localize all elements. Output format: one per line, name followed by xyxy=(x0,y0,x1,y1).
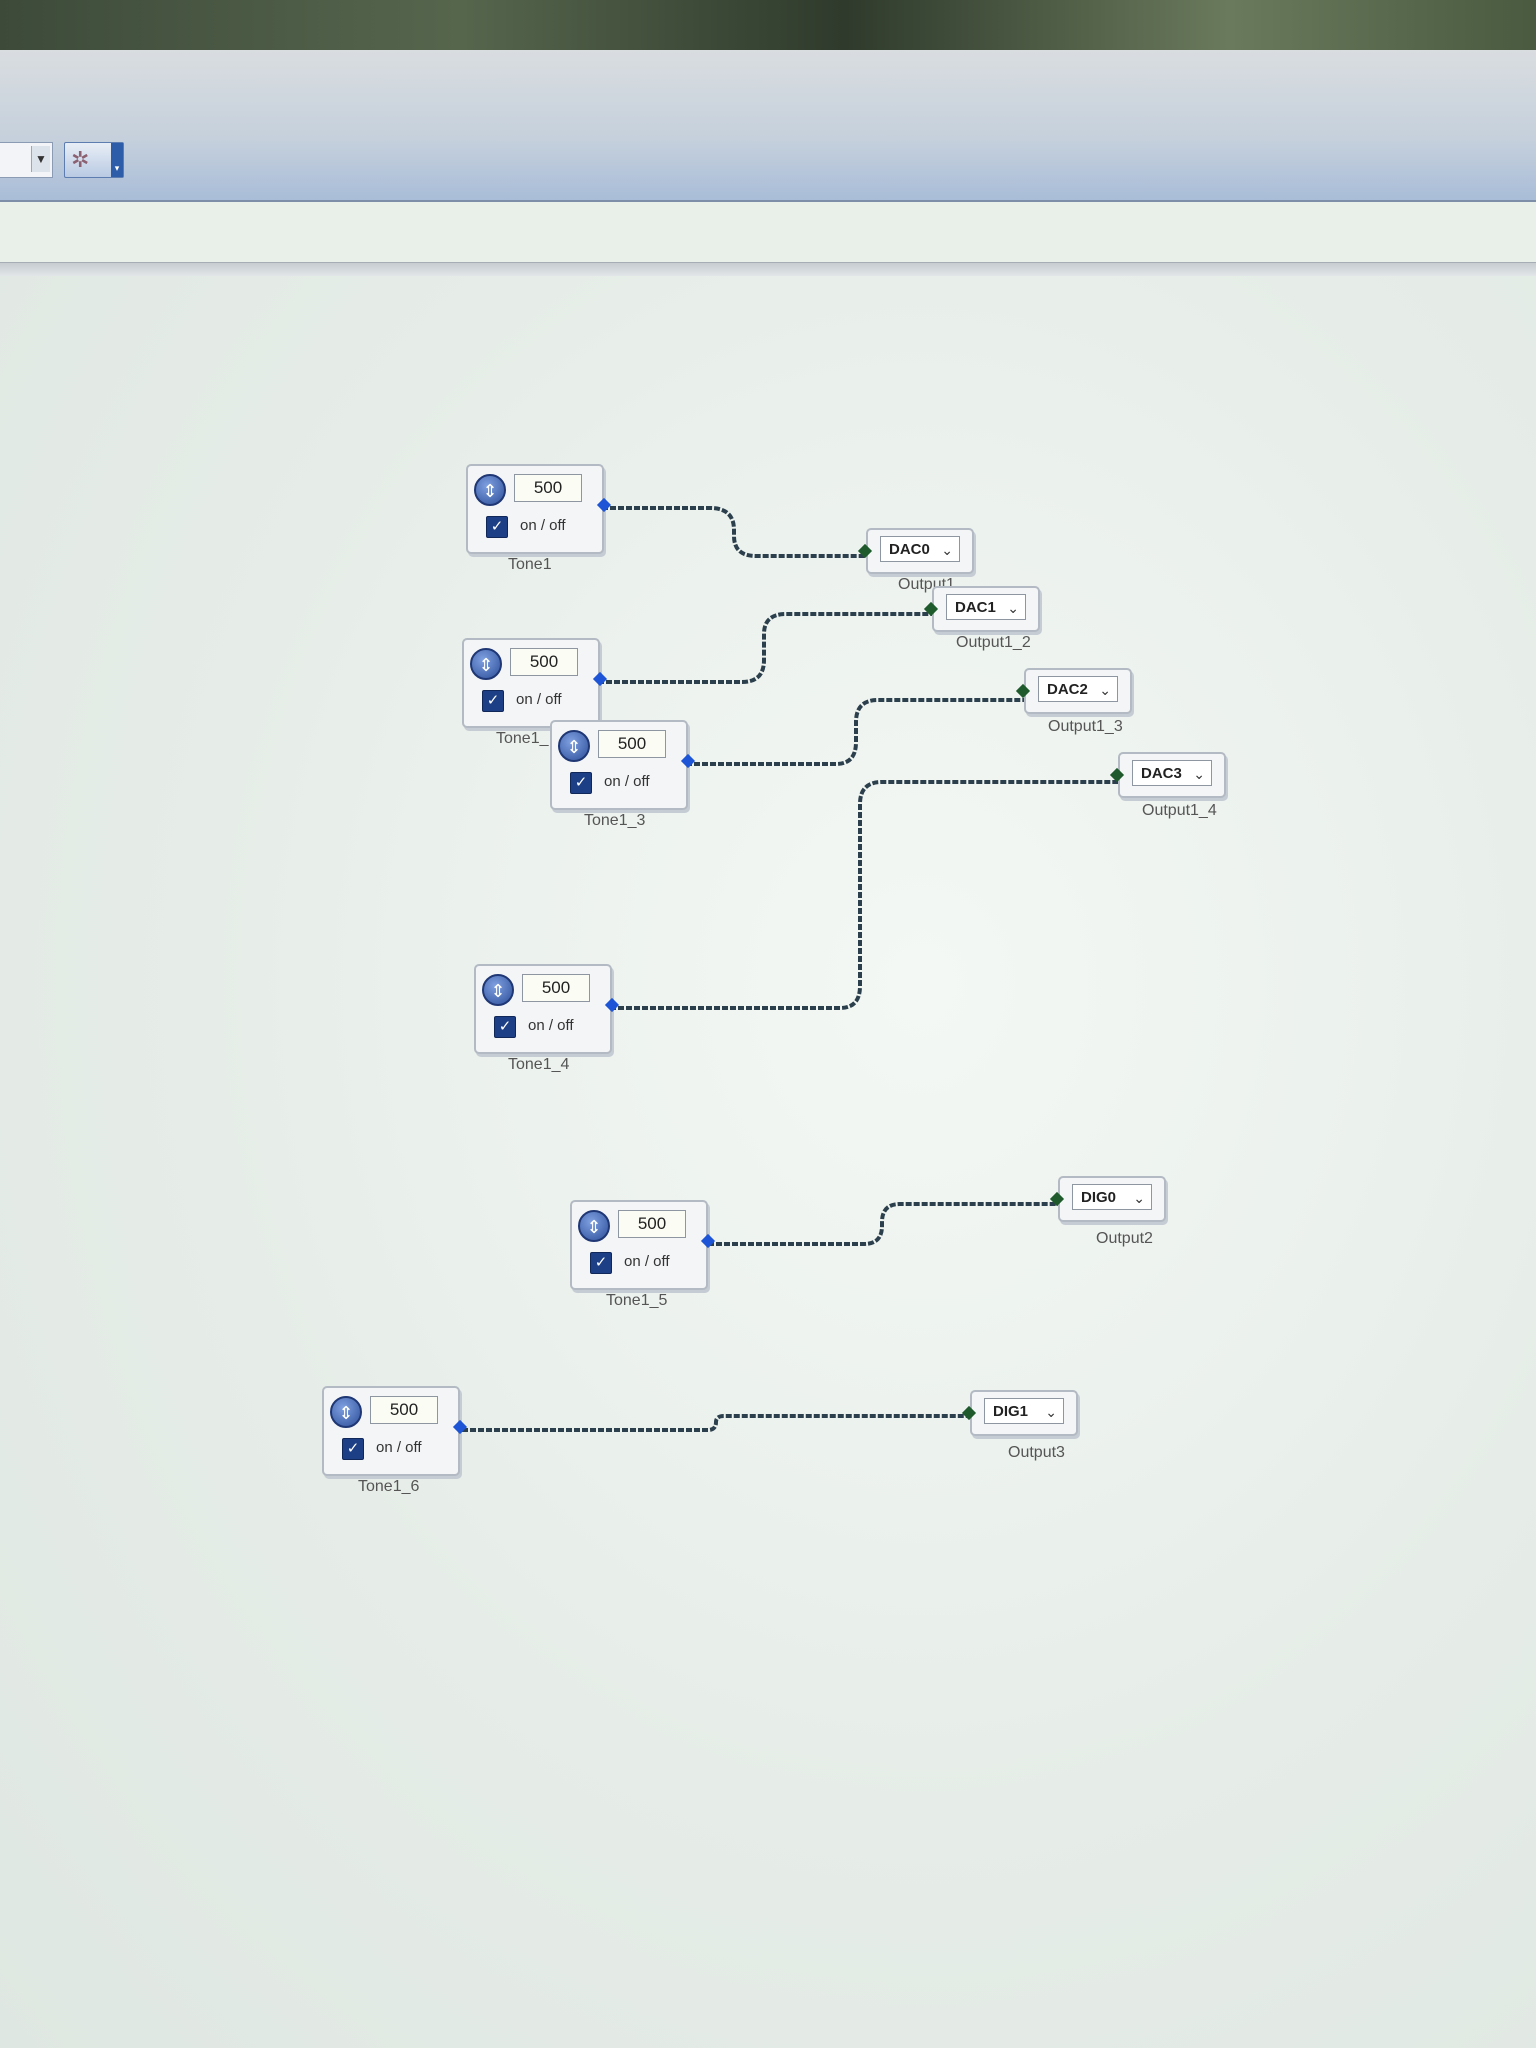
chevron-down-icon[interactable]: ⌄ xyxy=(1193,766,1205,782)
toolbar-divider xyxy=(0,262,1536,277)
tone-label: Tone1_4 xyxy=(508,1056,570,1073)
chevron-down-icon[interactable]: ⌄ xyxy=(941,542,953,558)
frequency-input[interactable]: 500 xyxy=(522,974,590,1002)
enable-label: on / off xyxy=(516,691,562,708)
frequency-input[interactable]: 500 xyxy=(510,648,578,676)
output-node[interactable]: DIG1 ⌄ xyxy=(961,1390,1078,1436)
enable-label: on / off xyxy=(528,1017,574,1034)
frequency-input[interactable]: 500 xyxy=(370,1396,438,1424)
output-node[interactable]: DAC2 ⌄ xyxy=(1015,668,1132,714)
output-label: Output1_4 xyxy=(1142,802,1217,819)
design-canvas[interactable] xyxy=(0,276,1536,2048)
output-node[interactable]: DAC0 ⌄ xyxy=(857,528,974,574)
channel-value: DAC3 xyxy=(1141,765,1182,782)
gear-cluster-icon[interactable]: ✲ ▾ xyxy=(64,142,124,178)
tone-node[interactable]: ⇕ 500 ✓ on / off xyxy=(466,464,612,554)
enable-label: on / off xyxy=(520,517,566,534)
output-label: Output3 xyxy=(1008,1444,1065,1461)
toolbar: ▼ ✲ ▾ xyxy=(0,50,1536,202)
chevron-down-icon[interactable]: ⌄ xyxy=(1045,1404,1057,1420)
channel-value: DAC1 xyxy=(955,599,996,616)
frequency-input[interactable]: 500 xyxy=(618,1210,686,1238)
updown-arrows-icon[interactable]: ⇕ xyxy=(558,730,590,762)
enable-checkbox[interactable]: ✓ xyxy=(570,772,592,794)
background-photo-strip xyxy=(0,0,1536,50)
frequency-input[interactable]: 500 xyxy=(514,474,582,502)
channel-value: DIG0 xyxy=(1081,1189,1117,1206)
updown-arrows-icon[interactable]: ⇕ xyxy=(474,474,506,506)
enable-checkbox[interactable]: ✓ xyxy=(482,690,504,712)
tone-label: Tone1_ xyxy=(496,730,549,747)
channel-select[interactable]: DAC1 ⌄ xyxy=(946,594,1026,620)
enable-label: on / off xyxy=(604,773,650,790)
output-node[interactable]: DAC3 ⌄ xyxy=(1109,752,1226,798)
tone-node[interactable]: ⇕ 500 ✓ on / off xyxy=(474,964,620,1054)
enable-checkbox[interactable]: ✓ xyxy=(486,516,508,538)
tone-node[interactable]: ⇕ 500 ✓ on / off xyxy=(322,1386,468,1476)
chevron-down-icon[interactable]: ⌄ xyxy=(1133,1190,1145,1206)
channel-value: DAC0 xyxy=(889,541,930,558)
channel-select[interactable]: DIG1 ⌄ xyxy=(984,1398,1064,1424)
updown-arrows-icon[interactable]: ⇕ xyxy=(578,1210,610,1242)
enable-label: on / off xyxy=(624,1253,670,1270)
enable-checkbox[interactable]: ✓ xyxy=(590,1252,612,1274)
channel-select[interactable]: DIG0 ⌄ xyxy=(1072,1184,1152,1210)
tone-node[interactable]: ⇕ 500 ✓ on / off xyxy=(550,720,696,810)
output-node[interactable]: DAC1 ⌄ xyxy=(923,586,1040,632)
dropdown-arrow-icon[interactable]: ▼ xyxy=(31,146,50,172)
frequency-input[interactable]: 500 xyxy=(598,730,666,758)
channel-value: DIG1 xyxy=(993,1403,1029,1420)
output-label: Output1_2 xyxy=(956,634,1031,651)
tone-node[interactable]: ⇕ 500 ✓ on / off xyxy=(462,638,608,728)
output-label: Output2 xyxy=(1096,1230,1153,1247)
enable-label: on / off xyxy=(376,1439,422,1456)
tone-label: Tone1_5 xyxy=(606,1292,668,1309)
updown-arrows-icon[interactable]: ⇕ xyxy=(470,648,502,680)
chevron-down-icon[interactable]: ⌄ xyxy=(1099,682,1111,698)
tone-label: Tone1 xyxy=(508,556,552,573)
channel-select[interactable]: DAC2 ⌄ xyxy=(1038,676,1118,702)
channel-select[interactable]: DAC3 ⌄ xyxy=(1132,760,1212,786)
tone-label: Tone1_3 xyxy=(584,812,646,829)
channel-value: DAC2 xyxy=(1047,681,1088,698)
channel-select[interactable]: DAC0 ⌄ xyxy=(880,536,960,562)
output-label: Output1_3 xyxy=(1048,718,1123,735)
updown-arrows-icon[interactable]: ⇕ xyxy=(330,1396,362,1428)
chevron-down-icon[interactable]: ⌄ xyxy=(1007,600,1019,616)
enable-checkbox[interactable]: ✓ xyxy=(342,1438,364,1460)
chevron-down-icon[interactable]: ▾ xyxy=(111,143,123,177)
output-node[interactable]: DIG0 ⌄ xyxy=(1049,1176,1166,1222)
tone-label: Tone1_6 xyxy=(358,1478,420,1495)
toolbar-dropdown[interactable]: ▼ xyxy=(0,142,53,178)
enable-checkbox[interactable]: ✓ xyxy=(494,1016,516,1038)
updown-arrows-icon[interactable]: ⇕ xyxy=(482,974,514,1006)
tone-node[interactable]: ⇕ 500 ✓ on / off xyxy=(570,1200,716,1290)
